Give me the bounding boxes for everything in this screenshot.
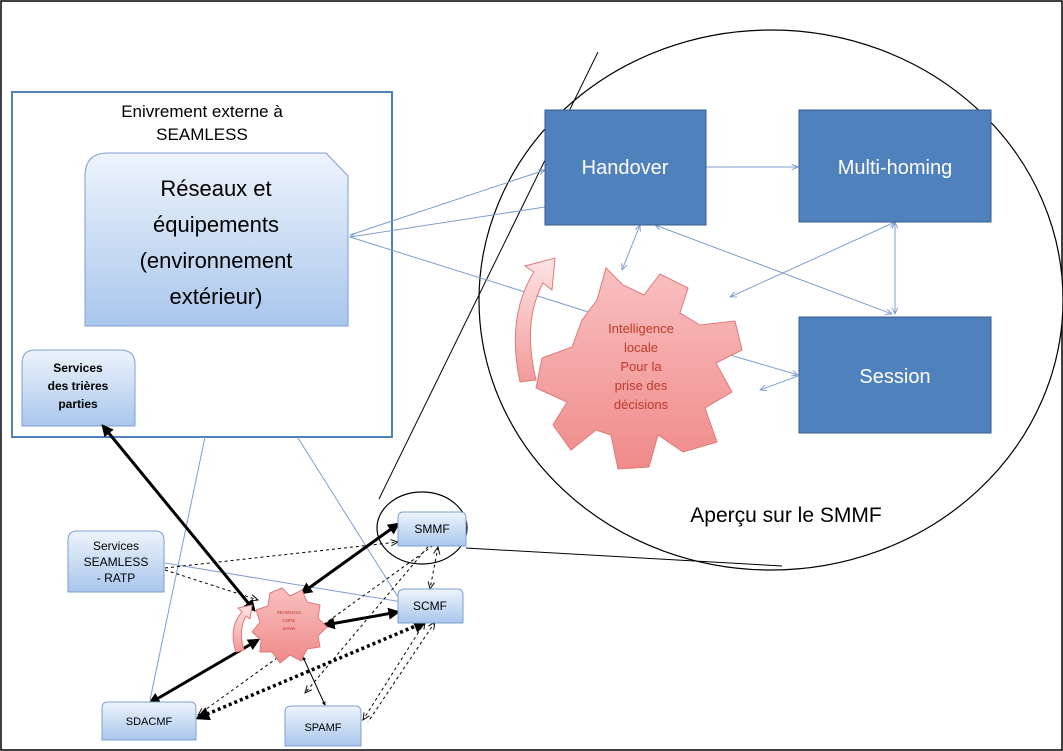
third-party-line-2: des trières xyxy=(48,379,109,393)
zoom-line-bottom xyxy=(465,547,783,567)
networks-line-3: (environnement xyxy=(140,248,293,273)
smmf-label: SMMF xyxy=(414,522,449,536)
intelligence-line-2: locale xyxy=(624,340,658,355)
ratp-line-2: SEAMLESS xyxy=(84,555,149,569)
sdacmf-label: SDACMF xyxy=(126,716,173,728)
smmf-caption: Aperçu sur le SMMF xyxy=(690,504,881,527)
networks-equipment-box xyxy=(84,152,349,327)
multihoming-box xyxy=(798,109,992,223)
dashed-smmf-scmf xyxy=(430,547,438,589)
intelligence-line-3: Pour la xyxy=(620,359,662,374)
lower-blue-connectors xyxy=(149,436,403,701)
connector-gear-networks xyxy=(349,236,599,316)
external-env-title-1: Enivrement externe à xyxy=(121,102,283,121)
spamf-box xyxy=(284,705,362,747)
session-box xyxy=(798,316,992,434)
spamf-label: SPAMF xyxy=(304,722,341,734)
core-server-line-3: Server xyxy=(282,626,296,631)
seamless-ratp-box xyxy=(67,530,165,593)
scmf-box xyxy=(397,588,464,624)
thick-smmf-core xyxy=(300,522,400,595)
dashed-ratp-core xyxy=(164,569,258,600)
thick-scmf-core xyxy=(322,607,401,630)
multihoming-label: Multi-homing xyxy=(838,157,952,179)
dashed-scmf-spamf xyxy=(363,622,425,720)
core-server-line-1: SEAMLESS xyxy=(277,610,301,615)
thick-thirdparty-core xyxy=(101,424,256,612)
core-server-gear xyxy=(251,587,328,664)
ratp-line-3: - RATP xyxy=(97,571,135,585)
networks-line-4: extérieur) xyxy=(170,284,263,309)
third-party-line-1: Services xyxy=(53,361,103,375)
third-party-line-3: parties xyxy=(58,397,98,411)
connector-handover-gear xyxy=(622,225,640,270)
connector-handover-networks-2 xyxy=(350,206,546,237)
intelligence-line-5: décisions xyxy=(614,397,669,412)
smmf-box xyxy=(397,511,467,547)
networks-line-2: équipements xyxy=(153,212,279,237)
smmf-connectors xyxy=(350,167,895,390)
connector-multihoming-gear xyxy=(730,222,895,297)
decision-gear-large xyxy=(535,267,743,470)
thick-connectors xyxy=(101,424,401,705)
rotation-arrow-large xyxy=(514,257,556,383)
connector-handover-networks xyxy=(349,170,545,236)
core-server-line-2: CORE xyxy=(282,618,295,623)
scmf-label: SCMF xyxy=(413,599,447,613)
external-env-title-2: SEAMLESS xyxy=(156,125,248,144)
dashed-scmf-spamf-2 xyxy=(367,622,435,723)
networks-line-1: Réseaux et xyxy=(160,176,271,201)
connector-env-scmf xyxy=(297,437,399,598)
rotation-arrow-small xyxy=(232,604,253,653)
connector-session-gear xyxy=(760,375,799,390)
connector-gear-session xyxy=(729,354,798,375)
handover-box xyxy=(544,109,707,226)
intelligence-line-1: Intelligence xyxy=(608,321,674,336)
sdacmf-box xyxy=(101,701,197,741)
ratp-line-1: Services xyxy=(93,539,139,553)
intelligence-line-4: prise des xyxy=(615,378,668,393)
thin-core-spamf xyxy=(302,656,326,706)
handover-label: Handover xyxy=(582,157,669,179)
session-label: Session xyxy=(859,366,930,388)
